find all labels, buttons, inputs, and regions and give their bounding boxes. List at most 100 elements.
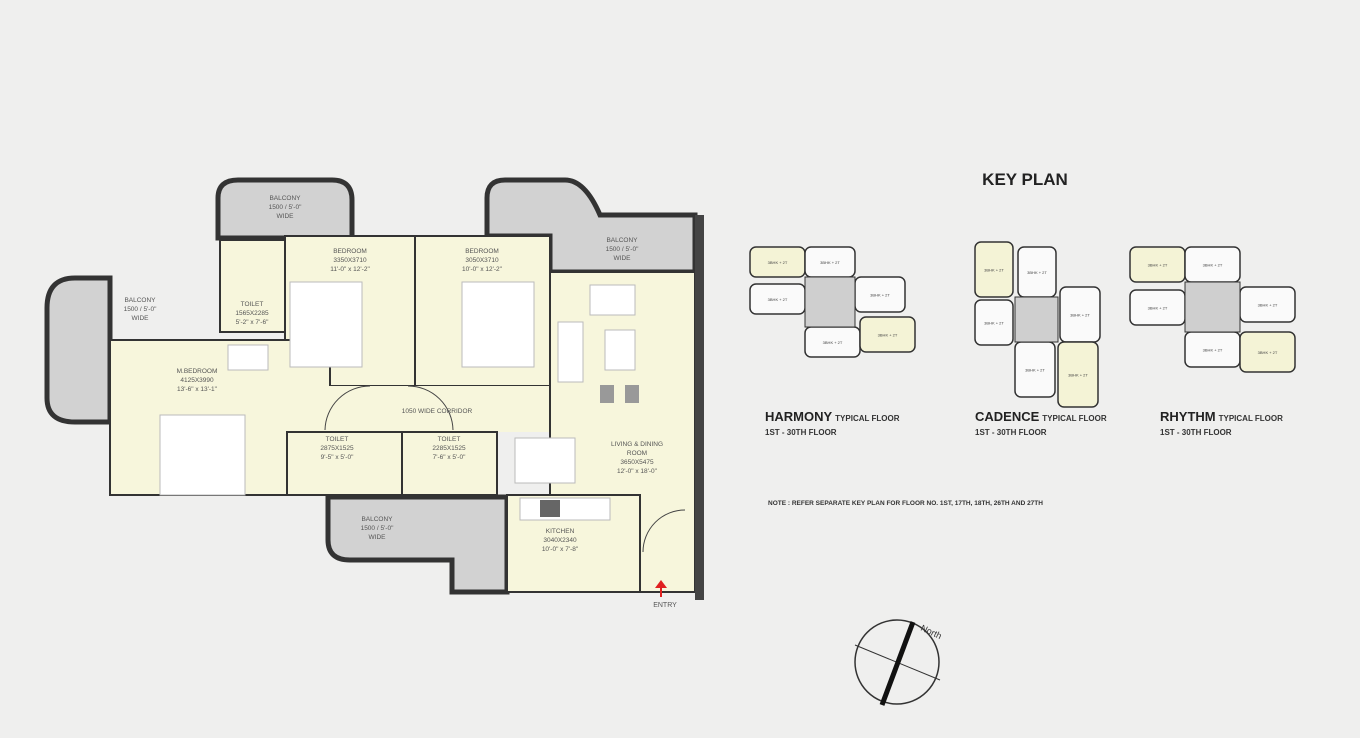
tower-floor-range: 1ST - 30TH FLOOR (765, 428, 837, 437)
key-plan-title: KEY PLAN (982, 170, 1068, 189)
toilet-1 (219, 239, 286, 333)
room-label-name: KITCHEN (546, 528, 575, 535)
key-plan-unit-label: 3BHK + 2T (984, 268, 1004, 273)
key-plan-core (804, 276, 856, 328)
key-plan-unit-label: 3BHK + 2T (1148, 263, 1168, 268)
north-needle-icon (879, 621, 916, 706)
room-label-name: BALCONY (606, 237, 638, 244)
room-label-extra: WIDE (614, 255, 632, 262)
room-label-dims: ROOM (627, 450, 647, 457)
tower-floor-type: TYPICAL FLOOR (1219, 414, 1284, 423)
desk-icon (227, 344, 269, 371)
key-plan-unit-label: 3BHK + 2T (870, 293, 890, 298)
balconies (44, 177, 698, 595)
key-plan-unit (859, 316, 916, 353)
balcony-bottom (325, 494, 510, 595)
compass-circle (854, 619, 940, 705)
balcony-left (44, 275, 113, 425)
tower-name: CADENCE (975, 409, 1040, 424)
room-label-extra: 10'-0" x 12'-2" (462, 266, 503, 273)
key-plan-unit-label: 3BHK + 2T (1025, 368, 1045, 373)
sofa-icon (589, 284, 636, 316)
entry-arrow-icon (655, 580, 667, 597)
tower-floor-range: 1ST - 30TH FLOOR (1160, 428, 1232, 437)
chair-icon (600, 385, 614, 403)
north-compass: North (854, 619, 943, 706)
room-label-dims: 1500 / 5'-0" (269, 204, 303, 211)
door-swing-icon (407, 385, 454, 431)
room-label-name: 1050 WIDE CORRIDOR (402, 408, 473, 415)
key-plan-unit-label: 3BHK + 2T (768, 260, 788, 265)
room-label-name: BALCONY (269, 195, 301, 202)
key-plan-unit-label: 3BHK + 2T (1070, 313, 1090, 318)
sofa-icon (557, 321, 584, 383)
room-label-dims: 3350X3710 (333, 257, 367, 264)
tower-floor-type: TYPICAL FLOOR (1042, 414, 1107, 423)
room-label-extra: WIDE (369, 534, 387, 541)
furniture (159, 281, 686, 553)
room-label-name: TOILET (241, 301, 264, 308)
key-plans: 3BHK + 2T 3BHK + 2T 3BHK + 2T 3BHK + 2T 3BHK… (749, 241, 1296, 437)
room-label-extra: 11'-0" x 12'-2" (330, 266, 370, 273)
room-label-dims: 1500 / 5'-0" (606, 246, 640, 253)
tower-floor-range: 1ST - 30TH FLOOR (975, 428, 1047, 437)
dining-table-icon (514, 437, 576, 484)
room-label-name: BEDROOM (333, 248, 367, 255)
balcony-top-right (484, 177, 698, 275)
room-label-extra: 9'-5" x 5'-0" (321, 454, 354, 461)
key-plan-unit-label: 3BHK + 2T (1258, 350, 1278, 355)
chair-icon (625, 385, 639, 403)
room-label-dims: 3050X3710 (465, 257, 499, 264)
key-plan-unit (974, 299, 1014, 346)
tower-floor-type: TYPICAL FLOOR (835, 414, 900, 423)
bed-icon (289, 281, 363, 368)
room-label-extra: 7'-6" x 5'-0" (433, 454, 466, 461)
key-plan-unit-label: 3BHK + 2T (1203, 348, 1223, 353)
key-plan-unit-label: 3BHK + 2T (1203, 263, 1223, 268)
room-labels: BALCONY 1500 / 5'-0" WIDE BALCONY 1500 / 5'-… (124, 195, 663, 553)
room-label-name: TOILET (438, 436, 461, 443)
room-label-dims: 1565X2285 (235, 310, 269, 317)
room-label-extra: WIDE (277, 213, 295, 220)
outer-wall (695, 215, 704, 600)
room-label-extra: 3650X5475 (620, 459, 654, 466)
room-label-extra: 13'-6" x 13'-1" (177, 386, 218, 393)
key-plan-core (1014, 296, 1059, 343)
key-plan-unit (1239, 331, 1296, 373)
room-label-dims: 3040X2340 (543, 537, 577, 544)
key-plan-unit-label: 3BHK + 2T (1148, 306, 1168, 311)
room-label-name: TOILET (326, 436, 349, 443)
room-label-name: LIVING & DINING (611, 441, 663, 448)
room-label-dims: 2875X1525 (320, 445, 354, 452)
room-label-dims: 1500 / 5'-0" (361, 525, 395, 532)
room-label-name: BALCONY (361, 516, 393, 523)
key-plan-unit-label: 3BHK + 2T (1258, 303, 1278, 308)
tower-name: RHYTHM (1160, 409, 1216, 424)
toilet-3 (401, 431, 498, 496)
door-swing-icon (324, 385, 371, 431)
key-plan-unit-label: 3BHK + 2T (768, 297, 788, 302)
stove-icon (540, 500, 560, 517)
room-label-name: M.BEDROOM (177, 368, 218, 375)
living-dims-imperial: 12'-0" x 18'-0" (617, 468, 658, 475)
key-plan-unit-label: 3BHK + 2T (878, 333, 898, 338)
key-plan-unit-label: 3BHK + 2T (1068, 373, 1088, 378)
entry-label: ENTRY (653, 602, 677, 609)
key-plan-unit-label: 3BHK + 2T (820, 260, 840, 265)
key-plan-unit (1057, 341, 1099, 408)
key-plan-unit (974, 241, 1014, 298)
key-plan-core (1184, 281, 1241, 333)
bed-icon (159, 414, 246, 496)
room-label-dims: 2285X1525 (432, 445, 466, 452)
room-label-extra: 5'-2" x 7'-6" (236, 319, 269, 326)
tower-name: HARMONY (765, 409, 832, 424)
key-plan-unit-label: 3BHK + 2T (1027, 270, 1047, 275)
balcony-top-left (215, 177, 355, 241)
table-icon (604, 329, 636, 371)
room-label-name: BALCONY (124, 297, 156, 304)
corridor (325, 386, 550, 432)
